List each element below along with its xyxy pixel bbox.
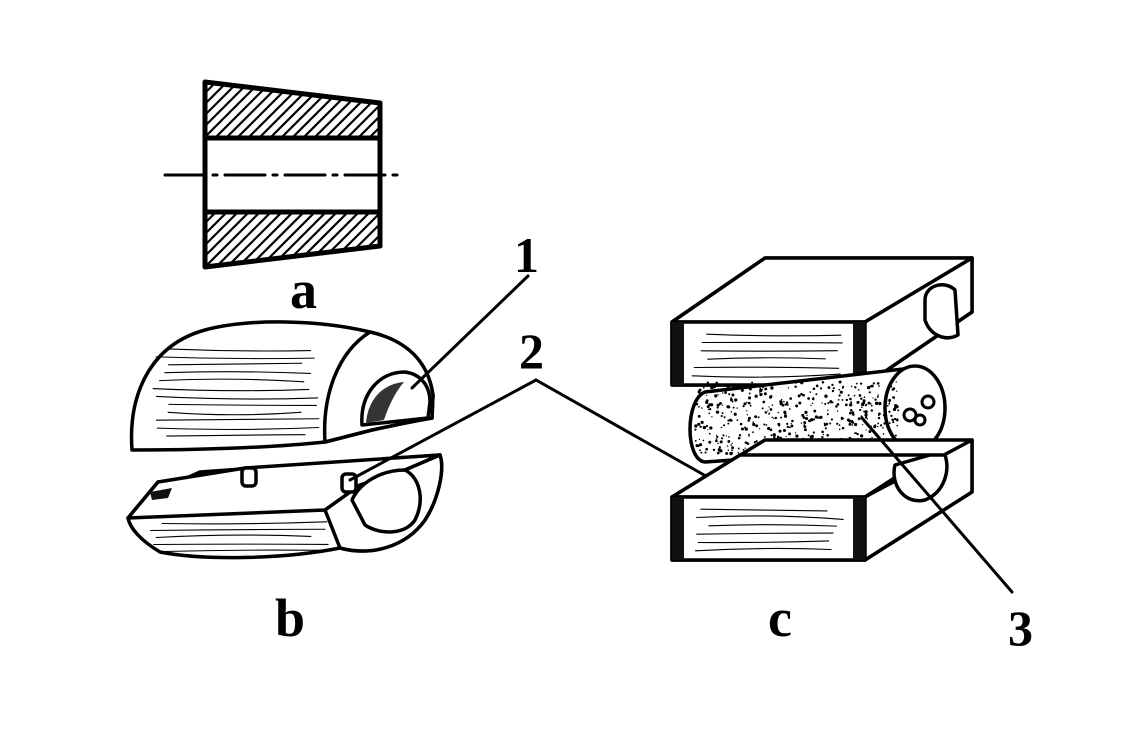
panel-label-c: c xyxy=(768,588,792,648)
hatched-top-wall xyxy=(205,82,380,138)
panel-label-b: b xyxy=(275,588,305,648)
panel-label-a: a xyxy=(290,260,317,320)
callout-label-1: 1 xyxy=(514,227,539,283)
upper-block xyxy=(670,256,974,387)
panel-a-section-drawing xyxy=(163,79,407,270)
callout-label-2: 2 xyxy=(519,323,544,379)
lower-block xyxy=(670,438,974,562)
callout-label-3: 3 xyxy=(1008,600,1033,656)
lower-half-lap xyxy=(126,453,444,560)
panel-b-lap-drawing xyxy=(126,320,444,560)
panel-c-block-drawing xyxy=(670,256,974,562)
upper-half-lap xyxy=(129,320,435,452)
abrasive-rod xyxy=(688,364,947,496)
hatched-bottom-wall xyxy=(205,212,380,267)
